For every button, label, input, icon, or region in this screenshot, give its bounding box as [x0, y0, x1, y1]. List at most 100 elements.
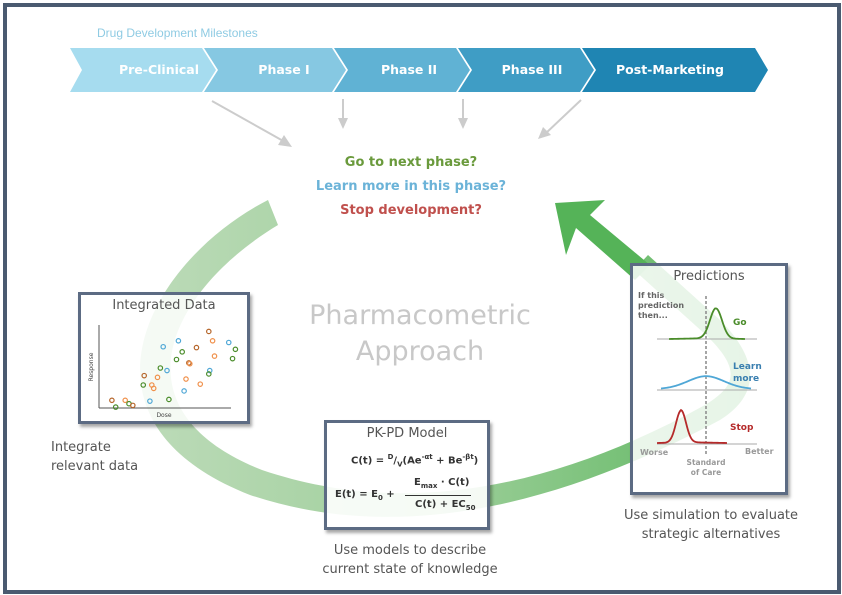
scatter-point — [150, 385, 157, 392]
milestone-labels: Pre-Clinical Phase I Phase II Phase III … — [70, 48, 770, 93]
pk-eq-lhs: C(t) = — [351, 455, 388, 467]
question-stop: Stop development? — [340, 203, 482, 218]
stop-label: Stop — [730, 423, 754, 433]
fraction-bar — [405, 495, 471, 496]
integrate-caption: Integrate relevant data — [51, 438, 138, 476]
pk-eq-close: ) — [473, 455, 479, 467]
scatter-point — [166, 396, 172, 403]
predictions-caption-line1: Use simulation to evaluate — [623, 508, 799, 523]
scatter-plot: Dose Response — [88, 325, 239, 419]
scatter-point — [164, 367, 170, 374]
phase-label-phase-1: Phase I — [258, 62, 310, 77]
pd-eq-num-rest: · C(t) — [437, 477, 470, 488]
pkpd-caption: Use models to describe current state of … — [300, 541, 520, 579]
cycle-arrow-head — [555, 200, 650, 280]
scatter-point — [197, 381, 204, 387]
scatter-point — [229, 355, 236, 362]
scatter-point — [211, 353, 218, 359]
pd-eq-plus: + — [382, 489, 395, 500]
arrow-head-4 — [538, 127, 551, 139]
scatter-point — [183, 376, 189, 382]
phase-label-pre-clinical: Pre-Clinical — [118, 62, 200, 77]
scatter-point — [141, 372, 148, 379]
scatter-point — [209, 337, 216, 344]
soc-line1: Standard — [686, 458, 726, 467]
phase-label-phase-3: Phase III — [501, 62, 563, 77]
pk-eq-volume: V — [397, 460, 403, 469]
scatter-point — [129, 402, 136, 409]
pd-equation-denominator: C(t) + EC50 — [415, 499, 476, 512]
pkpd-caption-line1: Use models to describe — [333, 543, 487, 558]
pk-eq-dose: D — [387, 453, 394, 461]
soc-line2: of Care — [690, 468, 722, 477]
learn-label-line2: more — [733, 374, 760, 384]
scatter-point — [175, 337, 182, 344]
integrated-data-panel: Integrated Data Dose Response — [78, 292, 250, 424]
predictions-intro: If this prediction then... — [638, 291, 684, 321]
scatter-point — [225, 339, 232, 346]
learn-label-line1: Learn — [733, 362, 762, 372]
standard-of-care-label: Standard of Care — [673, 458, 739, 478]
go-label: Go — [733, 318, 747, 328]
pd-eq-emax: E — [414, 477, 421, 488]
learn-curve — [660, 375, 752, 390]
phase-label-post-marketing: Post-Marketing — [616, 62, 724, 77]
pk-eq-term-b: + Be — [432, 455, 463, 467]
center-title-line2: Approach — [355, 336, 485, 367]
milestone-chevrons — [70, 48, 768, 92]
scatter-point — [140, 382, 147, 388]
pd-eq-e0-sub: 0 — [377, 494, 383, 502]
scatter-point — [179, 349, 186, 355]
arrow-head-1 — [278, 135, 292, 147]
scatter-point — [181, 388, 187, 394]
pd-eq-lhs: E(t) = E — [335, 489, 378, 500]
scatter-point — [173, 356, 180, 363]
x-axis-label: Dose — [156, 412, 171, 419]
decision-arrows — [211, 99, 582, 147]
y-axis-label: Response — [88, 352, 95, 381]
intro-line3: then... — [638, 311, 668, 320]
pd-equation-lhs: E(t) = E0 + — [335, 489, 395, 502]
chevron-pre-clinical[interactable] — [70, 48, 216, 92]
scatter-point — [122, 397, 129, 404]
pk-eq-exp-alpha: -αt — [421, 453, 433, 461]
pk-eq-term-a: (Ae — [402, 455, 422, 467]
scatter-point — [206, 328, 212, 335]
scatter-point — [186, 360, 192, 366]
center-title: Pharmacometric Approach — [270, 298, 570, 370]
pkpd-panel: PK-PD Model C(t) = D/V(Ae-αt + Be-βt) E(… — [324, 420, 490, 530]
pd-eq-emax-sub: max — [420, 482, 438, 490]
chevron-phase-3[interactable] — [458, 48, 594, 92]
predictions-panel: Predictions If this prediction then... G… — [630, 263, 788, 495]
intro-line1: If this — [638, 291, 665, 300]
pkpd-caption-line2: current state of knowledge — [322, 562, 498, 577]
pd-eq-den: C(t) + EC — [415, 499, 466, 510]
chevron-phase-2[interactable] — [334, 48, 470, 92]
question-go: Go to next phase? — [344, 155, 478, 170]
integrated-data-title: Integrated Data — [112, 298, 216, 313]
better-label: Better — [745, 447, 774, 456]
pk-eq-slash: / — [393, 455, 398, 467]
scatter-point — [112, 404, 119, 410]
scatter-point — [187, 360, 193, 367]
pkpd-title: PK-PD Model — [366, 426, 448, 441]
question-learn: Learn more in this phase? — [315, 179, 507, 194]
pd-eq-ec50-sub: 50 — [465, 504, 476, 512]
integrate-caption-line1: Integrate — [51, 440, 111, 455]
predictions-caption: Use simulation to evaluate strategic alt… — [600, 506, 822, 544]
intro-line2: prediction — [638, 301, 685, 310]
worse-label: Worse — [640, 448, 669, 457]
center-title-line1: Pharmacometric — [309, 300, 531, 331]
prediction-curves — [656, 296, 757, 456]
chevron-phase-1[interactable] — [204, 48, 346, 92]
pk-eq-exp-beta: -βt — [462, 453, 474, 461]
chevron-post-marketing[interactable] — [582, 48, 768, 92]
scatter-point — [193, 344, 200, 351]
stop-curve — [656, 408, 728, 444]
integrate-caption-line2: relevant data — [51, 459, 139, 474]
learn-label: Learn more — [733, 361, 762, 385]
pd-equation-numerator: Emax · C(t) — [414, 477, 469, 490]
scatter-point — [206, 371, 212, 377]
scatter-point — [232, 346, 239, 353]
